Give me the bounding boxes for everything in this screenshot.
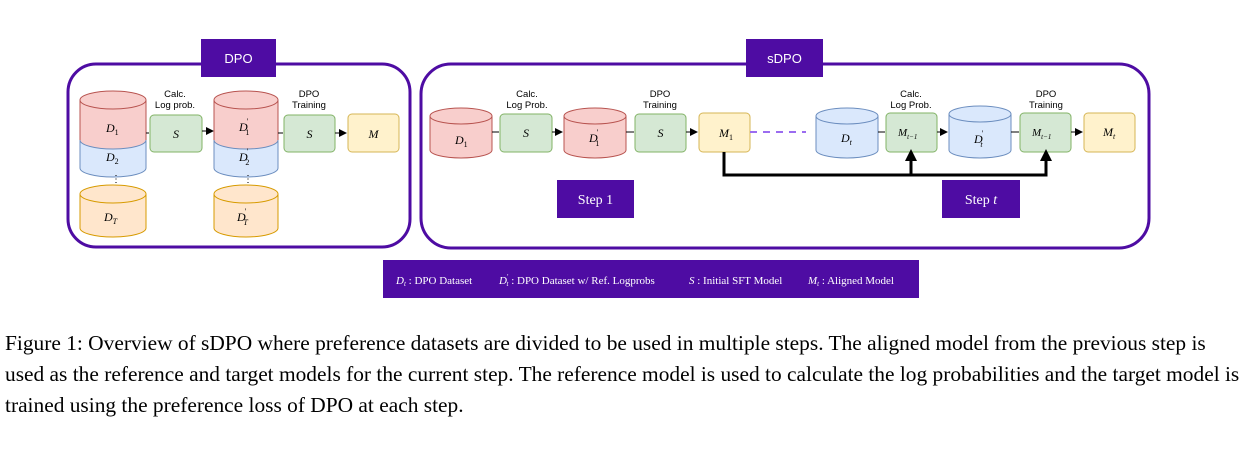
dpo-train-label-line2: Training — [292, 100, 326, 111]
legend-text-mt: : Aligned Model — [819, 275, 894, 287]
legend-sym-dt: D — [395, 275, 404, 287]
sdpo-step1-ref-model-box — [499, 113, 553, 153]
sdpo-stept-train-label-line1: DPO — [1036, 89, 1057, 100]
sdpo-dataset-d1: D1 — [429, 107, 493, 159]
dpo-ellipsis-left: ⋮ — [111, 174, 121, 185]
dpo-train-model-label: S — [307, 127, 313, 141]
legend-text-dt: : DPO Dataset — [406, 275, 472, 287]
sdpo-stept-label: Step t — [965, 193, 998, 208]
dpo-train-label-line1: DPO — [299, 89, 320, 100]
dpo-title-badge — [201, 39, 276, 77]
dpo-panel: DPO D1 D2 ⋮ DT Calc. Log prob. S D′1 — [66, 39, 412, 249]
dpo-ref-model-label: S — [173, 127, 179, 141]
svg-text:Dt : DPO Dataset D′t : D: Dt : DPO Dataset D′t : DPO Dataset w/ Re… — [395, 273, 894, 288]
dpo-title: DPO — [224, 51, 252, 66]
svg-text:D′T: D′T — [236, 207, 248, 227]
sdpo-step1-badge — [557, 180, 634, 218]
dpo-dataset-dt: DT — [79, 184, 147, 238]
dpo-dataset-d1: D1 — [79, 90, 147, 158]
sdpo-stept-calc-label-line1: Calc. — [900, 89, 922, 100]
dpo-dataset-d2-prime: D′2 — [213, 139, 279, 178]
sdpo-panel: sDPO D1 Calc. Log Prob. S D′1 DPO Traini… — [419, 39, 1151, 250]
svg-text:D′t: D′t — [973, 129, 984, 149]
legend-text-s: : Initial SFT Model — [695, 275, 783, 287]
sdpo-stept-output-label: Mt — [1102, 125, 1116, 141]
dpo-calc-label-line1: Calc. — [164, 89, 186, 100]
dpo-dataset-dt-prime: D′T — [213, 184, 279, 238]
svg-text:D′2: D′2 — [238, 147, 249, 167]
sdpo-step1-train-model-label: S — [658, 126, 664, 140]
legend: Dt : DPO Dataset D′t : DPO Dataset w/ Re… — [383, 260, 919, 298]
sdpo-title: sDPO — [767, 51, 802, 66]
sdpo-title-badge — [746, 39, 823, 77]
sdpo-stept-train-label-line2: Training — [1029, 100, 1063, 111]
legend-sym-mt: M — [807, 275, 818, 287]
dpo-ref-model-box — [149, 114, 203, 153]
sdpo-dataset-dt: Dt — [815, 107, 879, 159]
dpo-dataset-d1-prime: D′1 — [213, 90, 279, 158]
svg-text:D′1: D′1 — [238, 117, 249, 137]
legend-text-dt-prime: : DPO Dataset w/ Ref. Logprobs — [508, 275, 654, 287]
legend-sym-dt-prime: D — [498, 275, 507, 287]
sdpo-step1-train-label-line1: DPO — [650, 89, 671, 100]
sdpo-stept-badge — [942, 180, 1020, 218]
sdpo-step1-ref-model-label: S — [523, 126, 529, 140]
sdpo-step1-train-label-line2: Training — [643, 100, 677, 111]
legend-sym-s: S — [689, 275, 695, 287]
sdpo-dataset-dt-prime: D′t — [948, 105, 1012, 159]
sdpo-feedback-arrow-train — [722, 149, 1052, 177]
sdpo-step1-label: Step 1 — [578, 193, 613, 208]
dpo-calc-label-line2: Log prob. — [155, 100, 195, 111]
dpo-aligned-model-label: M — [368, 127, 380, 141]
sdpo-stept-output-box — [1083, 112, 1136, 153]
sdpo-step1-calc-label-line2: Log Prob. — [506, 100, 547, 111]
sdpo-dataset-d1-prime: D′1 — [563, 107, 627, 159]
svg-text:D′1: D′1 — [588, 128, 599, 148]
svg-text:Dt: Dt — [840, 131, 853, 147]
sdpo-step1-train-model-box — [634, 113, 687, 153]
dpo-ellipsis-right: ⋮ — [243, 174, 253, 185]
figure-caption: Figure 1: Overview of sDPO where prefere… — [5, 331, 1240, 417]
sdpo-step1-calc-label-line1: Calc. — [516, 89, 538, 100]
dpo-aligned-model-box — [347, 113, 400, 153]
sdpo-stept-calc-label-line2: Log Prob. — [890, 100, 931, 111]
dpo-dataset-d2: D2 — [79, 139, 147, 178]
